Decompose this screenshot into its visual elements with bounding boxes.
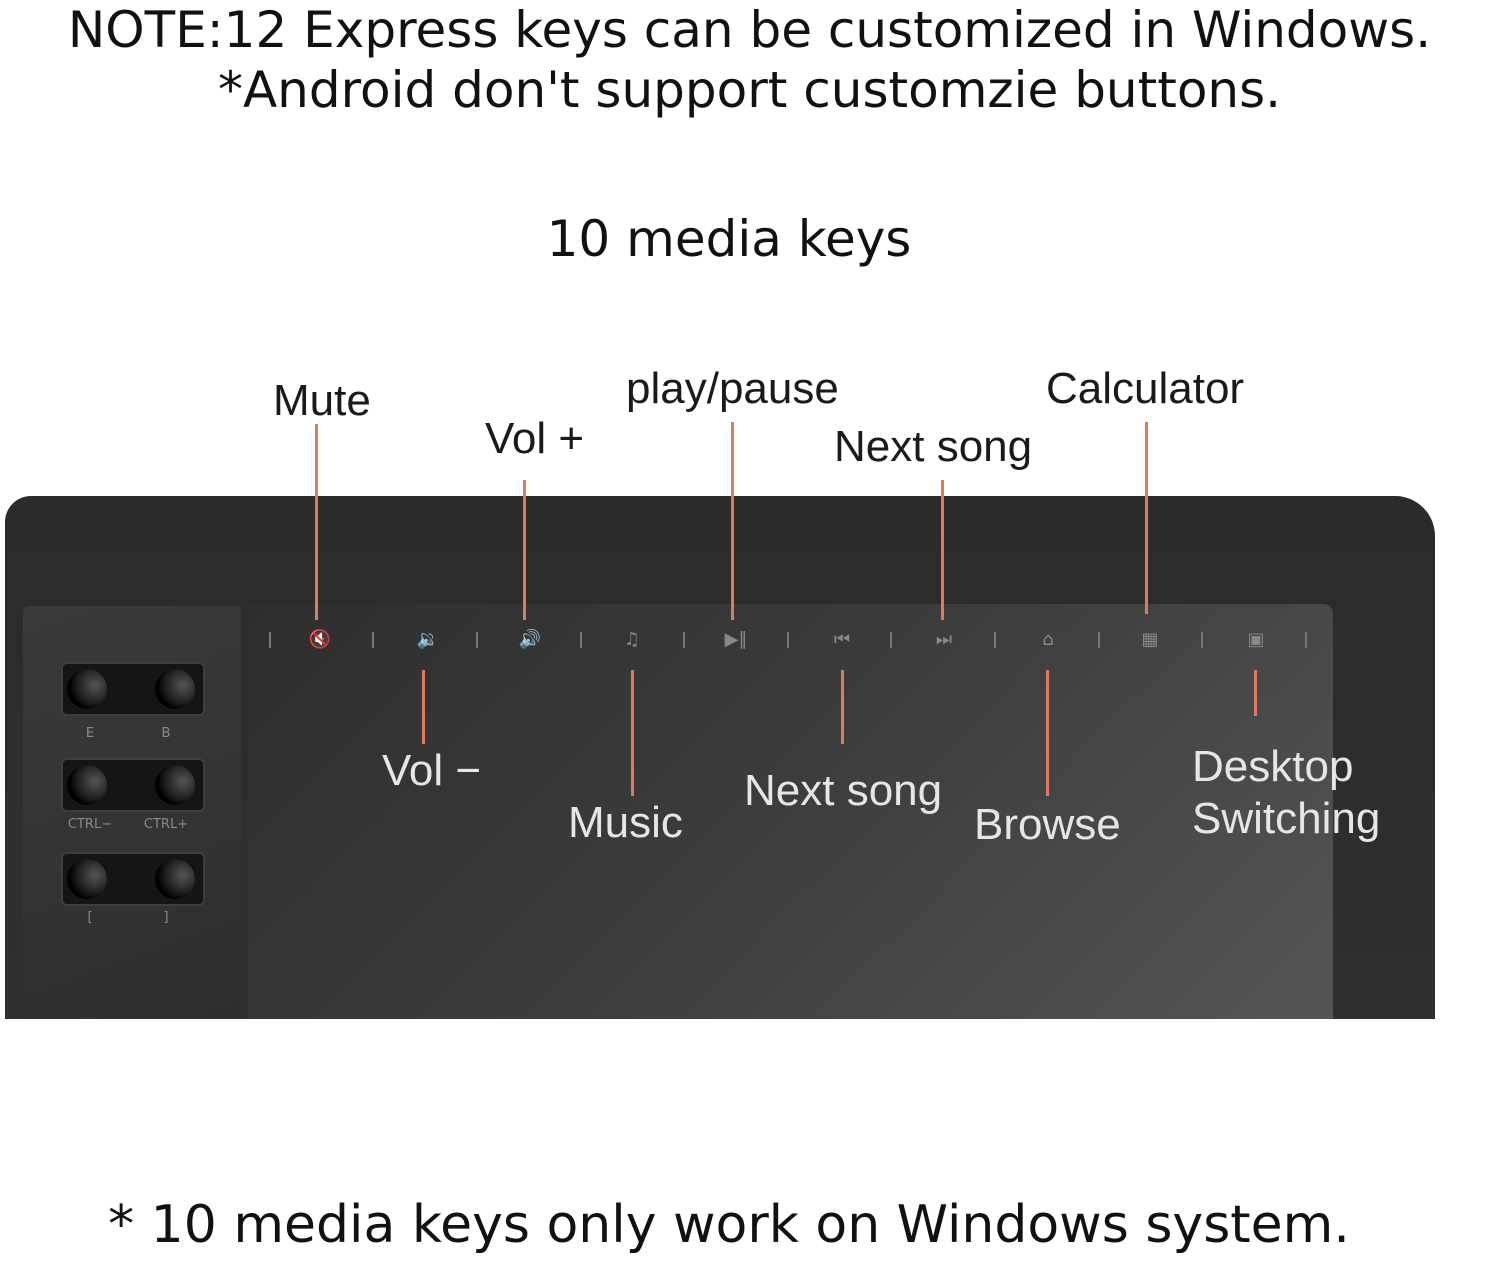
express-key-ctrl-minus[interactable] <box>67 765 107 805</box>
next-track-icon[interactable]: ⏭ <box>935 629 953 650</box>
media-divider <box>683 632 685 648</box>
footer-note: * 10 media keys only work on Windows sys… <box>108 1195 1350 1255</box>
media-divider <box>787 632 789 648</box>
leader-line-mute <box>315 424 318 620</box>
label-vol-minus: Vol − <box>382 746 482 795</box>
media-divider <box>269 632 271 648</box>
leader-line-music <box>631 670 634 796</box>
label-play-pause: play/pause <box>626 364 839 413</box>
express-key-pair-2 <box>61 758 205 812</box>
media-divider <box>1305 632 1307 648</box>
media-divider <box>994 632 996 648</box>
express-key-label-e: E <box>85 726 95 741</box>
express-key-panel: E B CTRL− CTRL+ [ ] <box>23 606 241 1019</box>
play-pause-icon[interactable]: ▶∥ <box>724 629 748 650</box>
express-key-label-ctrl-minus: CTRL− <box>67 817 113 832</box>
express-key-pair-1 <box>61 662 205 716</box>
leader-line-calculator <box>1145 422 1148 614</box>
volume-up-icon[interactable]: 🔊 <box>518 629 542 650</box>
note-line-2: *Android don't support customzie buttons… <box>217 61 1282 119</box>
previous-track-icon[interactable]: ⏮ <box>833 629 851 650</box>
leader-line-vol-minus <box>422 670 425 744</box>
express-key-label-bracket-left: [ <box>87 910 93 925</box>
label-desktop: Desktop <box>1192 742 1354 791</box>
media-divider <box>890 632 892 648</box>
express-key-bracket-left[interactable] <box>67 859 107 899</box>
note-line-1: NOTE:12 Express keys can be customized i… <box>67 1 1432 59</box>
calculator-icon[interactable]: ▦ <box>1141 629 1159 650</box>
label-calculator: Calculator <box>1046 364 1245 413</box>
leader-line-next-song <box>941 480 944 620</box>
media-divider <box>1098 632 1100 648</box>
express-key-pair-3 <box>61 852 205 906</box>
express-key-e[interactable] <box>67 669 107 709</box>
label-mute: Mute <box>273 376 371 425</box>
label-prev-song: Next song <box>744 766 943 815</box>
desktop-icon[interactable]: ▣ <box>1247 629 1265 650</box>
label-next-song-top: Next song <box>834 422 1033 471</box>
leader-line-browse <box>1046 670 1049 796</box>
drawing-tablet: E B CTRL− CTRL+ [ ] 🔇 🔉 🔊 ♫ ▶∥ ⏮ ⏭ ⌂ ▦ ▣ <box>5 496 1435 1019</box>
media-divider <box>580 632 582 648</box>
express-key-ctrl-plus[interactable] <box>155 765 195 805</box>
express-key-b[interactable] <box>155 669 195 709</box>
active-drawing-area[interactable] <box>248 604 1333 1019</box>
music-icon[interactable]: ♫ <box>623 629 641 650</box>
leader-line-desktop <box>1254 670 1257 716</box>
media-divider <box>476 632 478 648</box>
media-keys-heading: 10 media keys <box>546 210 912 268</box>
express-key-label-ctrl-plus: CTRL+ <box>143 817 189 832</box>
media-divider <box>1201 632 1203 648</box>
leader-line-prev-song <box>841 670 844 744</box>
label-browse: Browse <box>974 800 1121 849</box>
home-icon[interactable]: ⌂ <box>1042 629 1054 650</box>
volume-down-icon[interactable]: 🔉 <box>416 629 440 650</box>
leader-line-play-pause <box>731 422 734 620</box>
label-switching: Switching <box>1192 794 1381 843</box>
label-vol-plus: Vol + <box>485 414 585 463</box>
label-music: Music <box>568 798 683 847</box>
express-key-label-bracket-right: ] <box>163 910 169 925</box>
mute-icon[interactable]: 🔇 <box>308 629 332 650</box>
express-key-label-b: B <box>161 726 171 741</box>
media-divider <box>372 632 374 648</box>
leader-line-vol-plus <box>523 480 526 620</box>
express-key-bracket-right[interactable] <box>155 859 195 899</box>
